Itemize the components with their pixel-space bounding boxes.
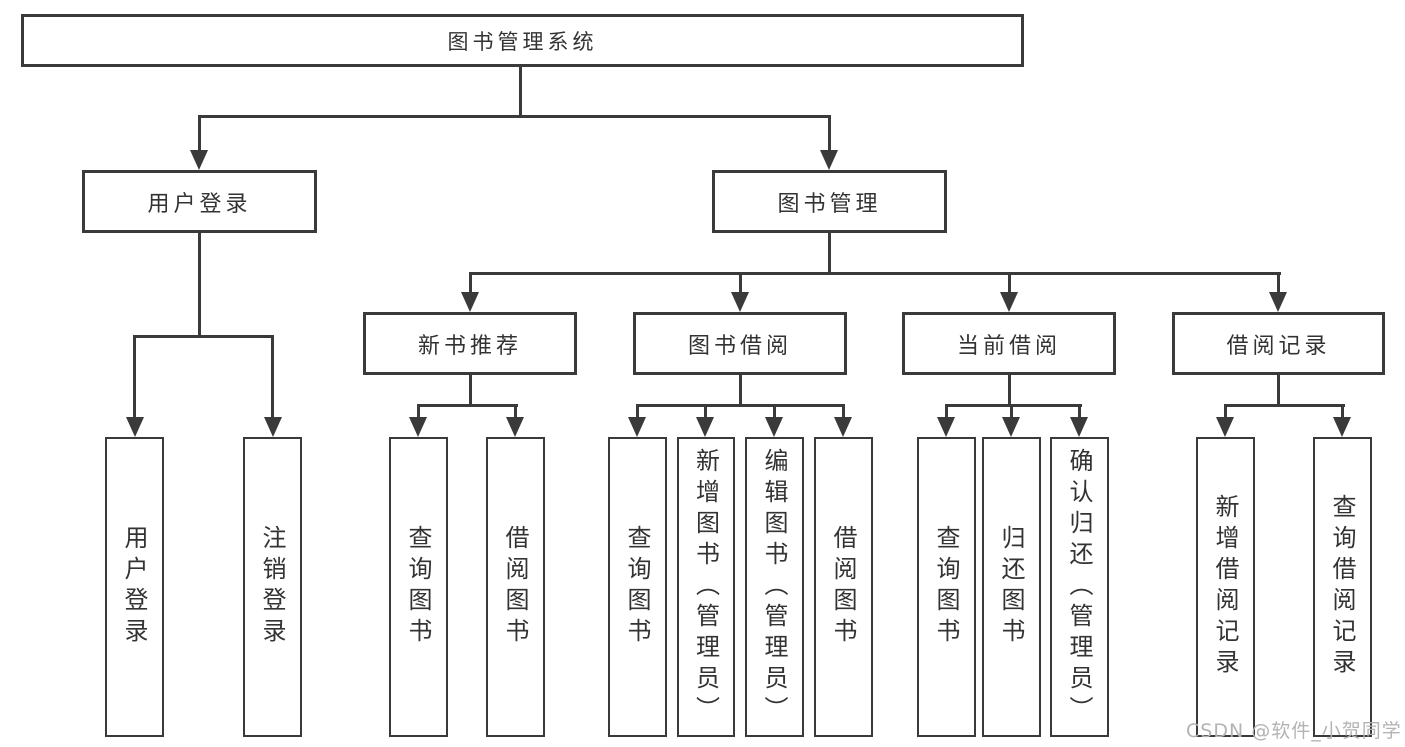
leaf-borrowing-query-books: 查询图书: [608, 437, 667, 737]
arrow-down-icon: [834, 417, 852, 437]
node-borrowing-records: 借阅记录: [1172, 312, 1385, 375]
leaf-recommend-query-books: 查询图书: [389, 437, 448, 737]
node-user-login: 用户登录: [82, 170, 317, 233]
connector-line: [1341, 404, 1344, 419]
connector-line: [469, 272, 1281, 275]
arrow-down-icon: [409, 417, 427, 437]
leaf-records-add-record: 新增借阅记录: [1196, 437, 1255, 737]
connector-line: [1224, 404, 1345, 407]
arrow-down-icon: [126, 417, 144, 437]
leaf-current-confirm-return-admin: 确认归还（管理员）: [1050, 437, 1109, 737]
leaf-records-query-record: 查询借阅记录: [1313, 437, 1372, 737]
connector-line: [133, 335, 136, 419]
arrow-down-icon: [1002, 417, 1020, 437]
connector-line: [1277, 375, 1280, 406]
connector-line: [1008, 375, 1011, 406]
leaf-current-query-books: 查询图书: [917, 437, 976, 737]
leaf-borrowing-add-books-admin: 新增图书（管理员）: [677, 437, 735, 737]
connector-line: [636, 404, 639, 419]
connector-line: [1277, 272, 1280, 294]
connector-line: [1224, 404, 1227, 419]
leaf-recommend-borrow-books: 借阅图书: [486, 437, 545, 737]
connector-line: [519, 67, 522, 117]
arrow-down-icon: [506, 417, 524, 437]
leaf-current-return-books: 归还图书: [982, 437, 1041, 737]
leaf-borrowing-borrow-books: 借阅图书: [814, 437, 873, 737]
connector-line: [773, 404, 776, 419]
arrow-down-icon: [628, 417, 646, 437]
arrow-down-icon: [1070, 417, 1088, 437]
arrow-down-icon: [696, 417, 714, 437]
connector-line: [1010, 404, 1013, 419]
connector-line: [1078, 404, 1081, 419]
connector-line: [828, 233, 831, 274]
connector-line: [198, 233, 201, 337]
connector-line: [417, 404, 518, 407]
connector-line: [469, 375, 472, 406]
connector-line: [739, 272, 742, 294]
connector-line: [198, 115, 201, 152]
connector-line: [636, 404, 845, 407]
connector-line: [828, 115, 831, 152]
leaf-logout: 注销登录: [243, 437, 302, 737]
connector-line: [198, 115, 831, 118]
arrow-down-icon: [461, 292, 479, 312]
connector-line: [133, 335, 274, 338]
connector-line: [704, 404, 707, 419]
arrow-down-icon: [264, 417, 282, 437]
leaf-user-login: 用户登录: [105, 437, 164, 737]
arrow-down-icon: [190, 150, 208, 170]
connector-line: [842, 404, 845, 419]
connector-line: [945, 404, 1082, 407]
arrow-down-icon: [937, 417, 955, 437]
node-library-management-system: 图书管理系统: [21, 14, 1024, 67]
csdn-watermark: CSDN @软件_小贺同学: [1186, 720, 1402, 742]
arrow-down-icon: [765, 417, 783, 437]
arrow-down-icon: [1000, 292, 1018, 312]
connector-line: [739, 375, 742, 406]
arrow-down-icon: [1269, 292, 1287, 312]
arrow-down-icon: [731, 292, 749, 312]
leaf-borrowing-edit-books-admin: 编辑图书（管理员）: [745, 437, 804, 737]
node-new-book-recommend: 新书推荐: [363, 312, 577, 375]
connector-line: [469, 272, 472, 294]
arrow-down-icon: [1216, 417, 1234, 437]
connector-line: [271, 335, 274, 419]
arrow-down-icon: [1333, 417, 1351, 437]
node-book-management: 图书管理: [712, 170, 947, 233]
arrow-down-icon: [820, 150, 838, 170]
connector-line: [1008, 272, 1011, 294]
connector-line: [514, 404, 517, 419]
node-current-borrowing: 当前借阅: [902, 312, 1116, 375]
connector-line: [945, 404, 948, 419]
node-book-borrowing: 图书借阅: [633, 312, 847, 375]
connector-line: [417, 404, 420, 419]
